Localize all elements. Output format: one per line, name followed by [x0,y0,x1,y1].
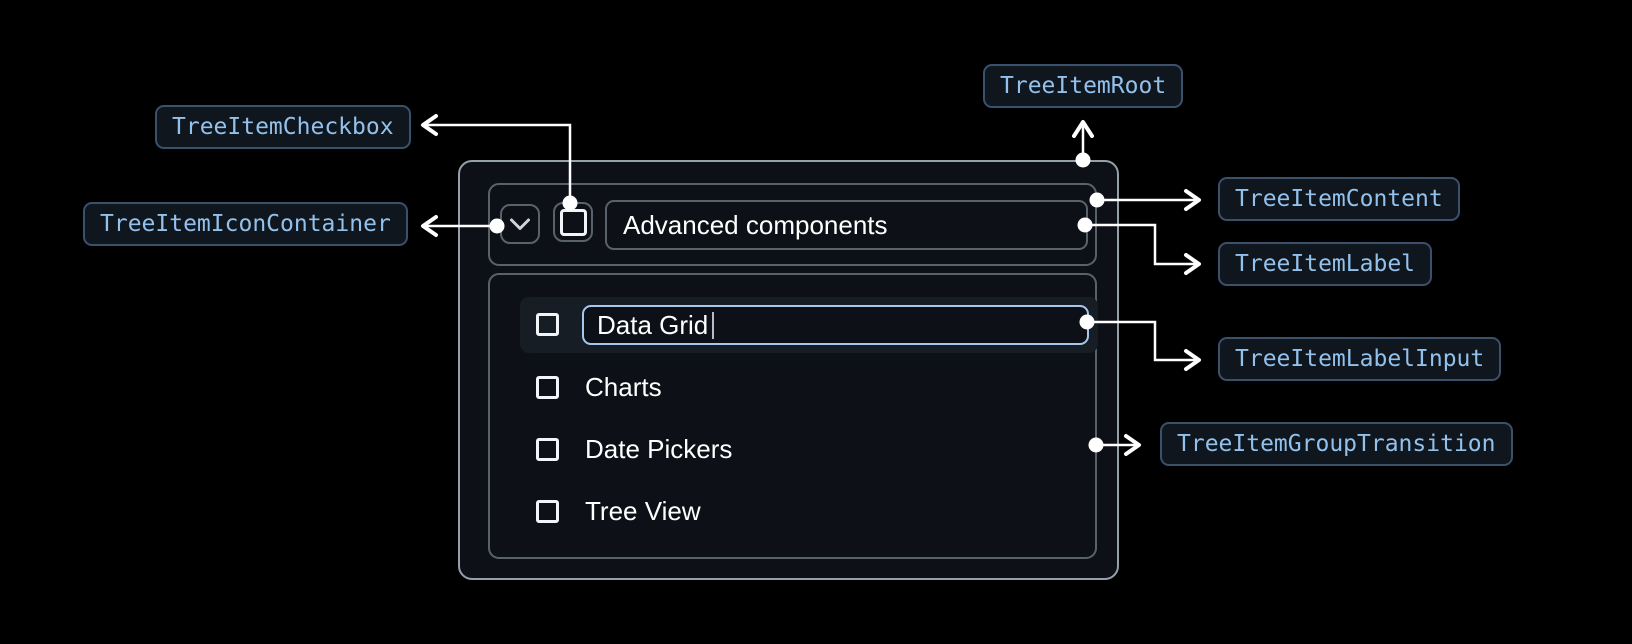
badge-tree-item-label: TreeItemLabel [1218,242,1433,286]
badge-tree-item-content: TreeItemContent [1218,177,1460,221]
arrowhead-right [1124,434,1141,456]
tree-item-label-text: Tree View [585,495,701,526]
checkbox-unchecked-icon [559,208,587,236]
badge-tree-item-root: TreeItemRoot [983,64,1184,108]
badge-tree-item-checkbox: TreeItemCheckbox [155,105,411,149]
arrowhead-left [421,215,438,237]
parent-label-text: Advanced components [623,209,888,240]
tree-row-editing[interactable] [520,297,1098,353]
text-caret [712,312,714,339]
tree-item-content[interactable]: Advanced components [488,183,1097,266]
chevron-down-icon [510,218,530,230]
checkbox-unchecked-icon[interactable] [536,375,559,399]
checkbox-unchecked-icon[interactable] [536,437,559,461]
tree-item-checkbox[interactable] [553,202,593,242]
tree-row[interactable]: Tree View [536,493,701,529]
tree-item-icon-container[interactable] [500,204,540,244]
arrowhead-right [1184,189,1201,211]
badge-tree-item-icon-container: TreeItemIconContainer [83,202,408,246]
label-edit-input[interactable] [584,307,1087,343]
checkbox-unchecked-icon[interactable] [536,499,559,523]
tree-row[interactable]: Charts [536,369,662,405]
badge-tree-item-group-transition: TreeItemGroupTransition [1160,422,1513,466]
arrowhead-left [421,114,438,136]
tree-row[interactable]: Date Pickers [536,431,732,467]
arrowhead-up [1072,120,1094,138]
checkbox-unchecked-icon[interactable] [536,313,559,336]
arrowhead-right [1184,253,1201,275]
tree-item-label-text: Date Pickers [585,433,733,464]
tree-item-label[interactable]: Advanced components [605,200,1088,250]
tree-item-root: Advanced components Charts Date Pickers [458,160,1119,580]
badge-tree-item-label-input: TreeItemLabelInput [1218,337,1502,381]
tree-item-group-transition: Charts Date Pickers Tree View [488,273,1098,559]
tree-item-label-input[interactable] [582,305,1089,345]
arrowhead-right [1184,349,1201,371]
tree-item-label-text: Charts [585,371,662,402]
